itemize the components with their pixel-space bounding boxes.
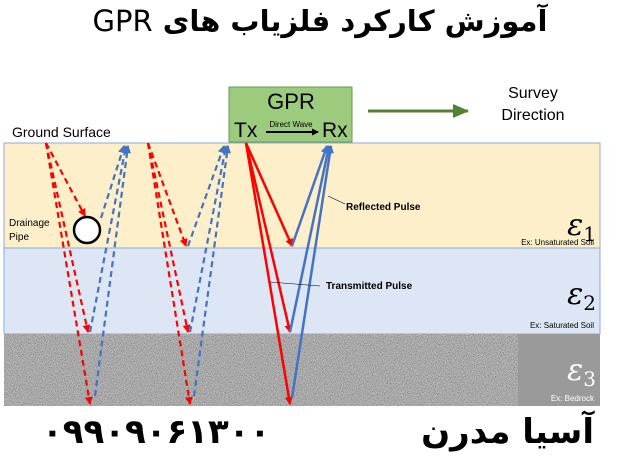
survey-direction-line1: Survey [508, 85, 558, 102]
layer-2-example: Ex: Saturated Soil [530, 321, 594, 330]
direct-wave-label: Direct Wave [269, 120, 313, 129]
reflected-pulse-pointer [327, 195, 346, 205]
title-persian: آموزش کارکرد فلزیاب های [162, 4, 548, 38]
layer-1-example: Ex: Unsaturated Soil [521, 238, 594, 247]
layer-2-symbol: ε2 [567, 277, 596, 315]
layer-1-symbol: ε1 [567, 208, 596, 246]
layer-3-label-box [518, 334, 600, 406]
rx-label: Rx [322, 119, 348, 142]
layer-3-band [4, 334, 600, 406]
layer-2-band [3, 247, 601, 335]
phone-number: ۰۹۹۰۹۰۶۱۳۰۰ [42, 412, 271, 452]
gpr-label: GPR [267, 89, 315, 114]
solid-rays [244, 142, 334, 405]
drainage-pipe-line1: Drainage [9, 218, 50, 229]
drainage-pipe-line2: Pipe [9, 232, 29, 243]
reflected-pulse-label: Reflected Pulse [346, 202, 421, 213]
brand-name: آسیا مدرن [421, 412, 594, 452]
transmitted-pulse-pointer [269, 281, 321, 287]
layer-3-example: Ex: Bedrock [551, 394, 595, 403]
transmitted-pulse-label: Transmitted Pulse [326, 281, 413, 292]
layer-3-symbol: ε3 [567, 353, 596, 391]
title-latin: GPR [92, 4, 153, 38]
ground-surface-label: Ground Surface [12, 124, 111, 140]
drainage-pipe-icon [72, 215, 102, 245]
tx-label: Tx [234, 119, 258, 142]
page-title: آموزش کارکرد فلزیاب های GPR [0, 4, 640, 38]
dashed-rays [44, 142, 232, 405]
survey-direction-line2: Direction [501, 107, 564, 124]
layer-1-band [3, 142, 601, 249]
